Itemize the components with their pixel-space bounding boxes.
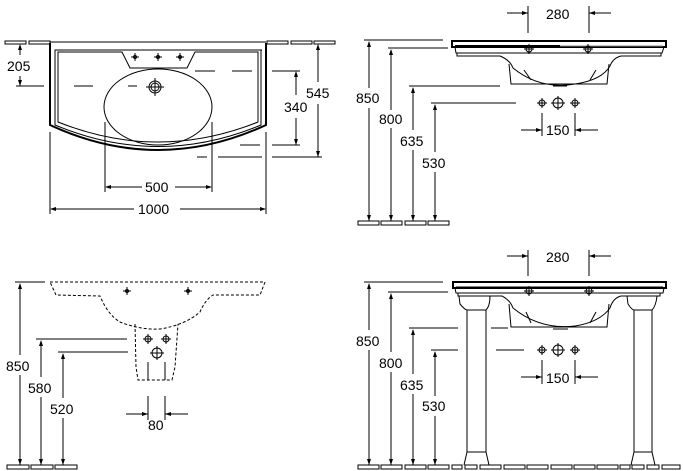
outlet-icon: [142, 333, 154, 345]
basin-profile: [452, 281, 667, 330]
dim-label: 530: [422, 398, 446, 414]
dim-label: 280: [546, 6, 570, 22]
tap-hole-icon: [175, 52, 185, 62]
basin-profile-dashed: [49, 281, 266, 381]
tap-hole-icon: [183, 286, 193, 296]
dim-label: 800: [379, 355, 403, 371]
dim-205: 205: [7, 44, 44, 87]
leg-right: [626, 295, 658, 466]
outlet-icon: [536, 97, 548, 109]
bowl: [103, 68, 213, 146]
outlet-icon: [569, 344, 581, 356]
dim-label: 850: [356, 90, 380, 106]
dim-850: 850: [356, 281, 443, 465]
drain-outlet-icon: [550, 342, 566, 358]
outlet-icon: [536, 344, 548, 356]
dim-500: 500: [104, 122, 213, 195]
dim-label: 530: [422, 155, 446, 171]
dim-label: 150: [546, 370, 570, 386]
dim-label: 340: [284, 99, 308, 115]
basin-outline: [49, 43, 267, 151]
wall-segments: [4, 40, 336, 45]
floor-segments: [357, 220, 450, 226]
dim-label: 1000: [138, 201, 169, 217]
dim-label: 205: [7, 58, 31, 74]
dim-520: 520: [50, 351, 128, 465]
basin-deck: [57, 51, 259, 143]
dim-530: 530: [422, 349, 524, 465]
dim-850: 850: [6, 281, 45, 465]
dim-label: 635: [400, 133, 424, 149]
tap-hole-icon: [122, 286, 132, 296]
dim-580: 580: [28, 338, 127, 465]
centerline: [74, 70, 322, 158]
dim-80: 80: [126, 396, 188, 433]
side-view-legs: 280 850 800 635: [356, 249, 681, 470]
top-view: 205 340 545 500: [4, 40, 336, 217]
dim-1000: 1000: [49, 132, 267, 217]
tap-hole-icon: [130, 52, 140, 62]
dim-280: 280: [507, 6, 611, 33]
tap-hole-icon: [153, 52, 163, 62]
dim-label: 520: [50, 401, 74, 417]
drain-icon: [146, 78, 164, 96]
dim-800: 800: [379, 47, 448, 221]
dim-label: 150: [546, 122, 570, 138]
floor-segments: [6, 464, 78, 470]
floor-segments: [357, 464, 681, 470]
dim-150: 150: [521, 113, 598, 138]
dim-label: 80: [148, 417, 164, 433]
dim-800: 800: [379, 291, 448, 465]
drain-outlet-icon: [149, 345, 165, 361]
centerline: [147, 362, 166, 380]
dim-530: 530: [422, 102, 516, 221]
dim-label: 580: [28, 380, 52, 396]
dim-label: 850: [6, 358, 30, 374]
side-view-pedestal: 850 580 520 80: [6, 281, 266, 470]
dim-545: 545: [306, 44, 330, 157]
basin-profile: [451, 40, 667, 87]
dim-850: 850: [356, 39, 443, 221]
dim-label: 500: [145, 179, 169, 195]
basin-rim-inner: [54, 49, 262, 147]
dim-340: 340: [284, 71, 308, 145]
dim-label: 635: [400, 377, 424, 393]
dim-label: 800: [379, 111, 403, 127]
dim-label: 850: [356, 333, 380, 349]
dim-label: 545: [306, 85, 330, 101]
dim-label: 280: [546, 249, 570, 265]
dim-150: 150: [521, 360, 598, 386]
outlet-icon: [569, 97, 581, 109]
leg-left: [458, 295, 491, 466]
outlet-icon: [160, 333, 172, 345]
dim-635: 635: [400, 327, 508, 465]
side-view-wall: 280 850 800 635: [356, 6, 667, 226]
dim-280: 280: [507, 249, 611, 276]
drain-outlet-icon: [550, 95, 566, 111]
dim-635: 635: [400, 85, 500, 221]
